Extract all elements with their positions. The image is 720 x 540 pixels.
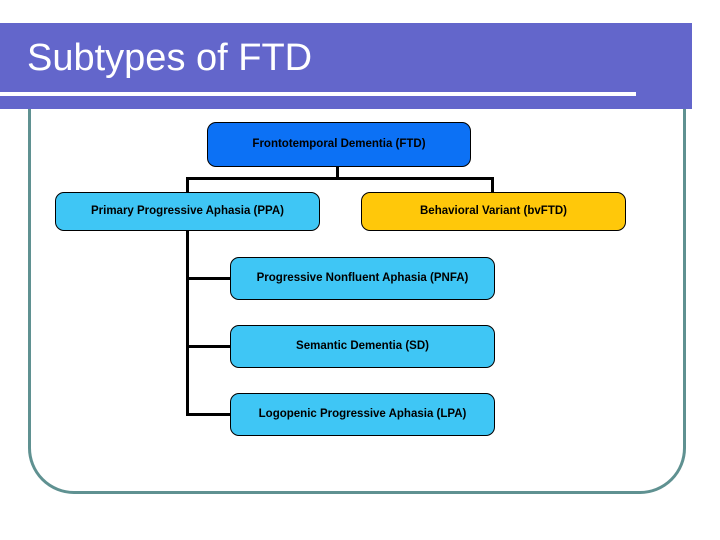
connector-ftd-stem [336,167,339,180]
connector-ppa-spine [186,230,189,416]
node-progressive-nonfluent-aphasia[interactable]: Progressive Nonfluent Aphasia (PNFA) [230,257,495,300]
connector-ppa-to-lpa [186,413,232,416]
node-behavioral-variant[interactable]: Behavioral Variant (bvFTD) [361,192,626,231]
node-semantic-dementia[interactable]: Semantic Dementia (SD) [230,325,495,368]
connector-ppa-to-sd [186,345,232,348]
connector-level1-bus [186,177,494,180]
connector-ftd-to-bvftd [491,177,494,195]
node-frontotemporal-dementia[interactable]: Frontotemporal Dementia (FTD) [207,122,471,167]
node-primary-progressive-aphasia[interactable]: Primary Progressive Aphasia (PPA) [55,192,320,231]
node-logopenic-progressive-aphasia[interactable]: Logopenic Progressive Aphasia (LPA) [230,393,495,436]
page-title: Subtypes of FTD [27,37,313,79]
connector-ftd-to-ppa [186,177,189,195]
connector-ppa-to-pnfa [186,277,232,280]
title-underline-rule [0,92,636,96]
